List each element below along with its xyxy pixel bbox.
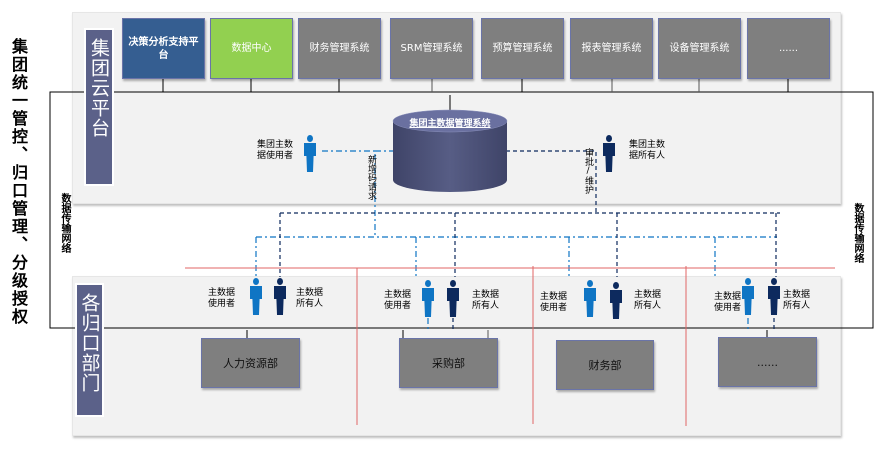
user-request-lines — [255, 150, 777, 330]
network-label-right: 数据传输网络 — [852, 203, 863, 263]
network-label-left: 数据传输网络 — [59, 193, 70, 253]
dept-user-label: 主数据使用者 — [384, 290, 412, 311]
dept-user-label: 主数据使用者 — [540, 292, 568, 313]
main-title: 集团统一管控、归口管理、分级授权 — [9, 38, 28, 326]
owner-approve-lines — [279, 150, 780, 330]
departments-label: 各归口部门 — [75, 283, 104, 417]
system-box-budget[interactable]: 预算管理系统 — [481, 18, 564, 79]
dept-box-finance[interactable]: 财务部 — [556, 340, 654, 390]
approve-label: 审批/维护 — [583, 148, 593, 194]
dept-user-icon — [742, 278, 754, 315]
system-box-more[interactable]: ...... — [747, 18, 830, 79]
group-user-icon — [304, 135, 316, 172]
system-box-decision-support[interactable]: 决策分析支持平台 — [122, 18, 205, 79]
system-box-equipment[interactable]: 设备管理系统 — [658, 18, 741, 79]
dept-owner-icon — [274, 278, 286, 315]
system-box-reports[interactable]: 报表管理系统 — [570, 18, 653, 79]
dept-owner-icon — [447, 280, 459, 317]
dept-owner-label: 主数据所有人 — [472, 290, 500, 311]
dept-owner-label: 主数据所有人 — [296, 288, 324, 309]
dept-owner-icon — [610, 282, 622, 319]
dept-user-icon — [584, 280, 596, 317]
dept-box-hr[interactable]: 人力资源部 — [201, 338, 300, 388]
dept-owner-label: 主数据所有人 — [783, 290, 811, 311]
dept-user-icon — [422, 280, 434, 317]
dept-user-icon — [250, 278, 262, 315]
network-boundary — [49, 91, 874, 329]
mdm-system-label: 集团主数据管理系统 — [409, 119, 491, 129]
request-label: 新增码请求 — [366, 155, 376, 200]
group-cloud-label: 集团云平台 — [84, 28, 114, 186]
dept-user-label: 主数据使用者 — [208, 288, 236, 309]
dept-box-procurement[interactable]: 采购部 — [399, 338, 498, 388]
system-box-finance[interactable]: 财务管理系统 — [298, 18, 381, 79]
group-owner-icon — [603, 135, 615, 172]
mdm-database-icon — [392, 109, 508, 192]
dept-user-label: 主数据使用者 — [714, 292, 742, 313]
dept-owner-label: 主数据所有人 — [634, 290, 662, 311]
dept-box-more[interactable]: ...... — [718, 337, 817, 387]
dept-owner-icon — [768, 278, 780, 315]
group-owner-label: 集团主数据所有人 — [629, 140, 666, 161]
department-dividers — [185, 266, 835, 426]
system-box-data-center[interactable]: 数据中心 — [210, 18, 293, 79]
system-box-srm[interactable]: SRM管理系统 — [390, 18, 473, 79]
group-user-label: 集团主数据使用者 — [256, 140, 293, 161]
